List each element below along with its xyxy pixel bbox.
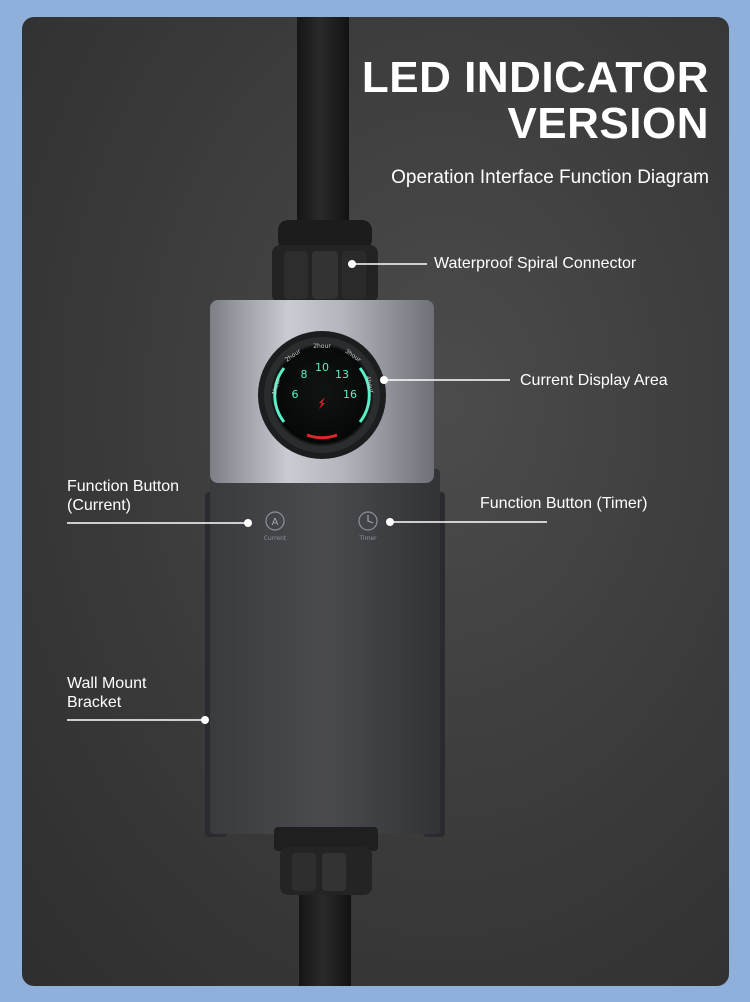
bracket-label-line-2: Bracket bbox=[67, 694, 122, 711]
current-button-label: Function Button (Current) bbox=[67, 477, 179, 515]
timer-button[interactable]: Timer bbox=[358, 511, 378, 542]
led-dial: 10 8 13 6 16 2hour 2hour 3hour 4hour 1ho… bbox=[258, 331, 386, 459]
bracket-label: Wall Mount Bracket bbox=[67, 674, 146, 712]
page-title: LED INDICATOR VERSION bbox=[289, 55, 709, 147]
top-gland bbox=[272, 220, 378, 303]
page-subtitle: Operation Interface Function Diagram bbox=[391, 167, 709, 188]
device-body bbox=[210, 469, 440, 834]
dial-timer-2: 2hour bbox=[313, 343, 331, 350]
timer-button-caption: Timer bbox=[358, 535, 377, 542]
display-area-label: Current Display Area bbox=[520, 372, 668, 389]
current-button[interactable]: A Current bbox=[264, 511, 287, 542]
dial-value-8: 8 bbox=[301, 368, 308, 381]
timer-button-label: Function Button (Timer) bbox=[480, 495, 648, 512]
current-button-label-line-1: Function Button bbox=[67, 478, 180, 495]
dial-value-10: 10 bbox=[315, 361, 329, 374]
callout-lines bbox=[67, 263, 547, 721]
dial-timer-4: 4hour bbox=[364, 375, 375, 394]
dial-timer-5: 1hour bbox=[271, 377, 282, 396]
connector-label: Waterproof Spiral Connector bbox=[434, 255, 637, 272]
top-cable bbox=[297, 17, 349, 242]
title-line-1: LED INDICATOR bbox=[361, 53, 709, 102]
clock-icon bbox=[358, 511, 378, 531]
bracket-label-line-1: Wall Mount bbox=[67, 675, 147, 692]
current-button-label-line-2: (Current) bbox=[67, 497, 132, 514]
diagram-panel: 10 8 13 6 16 2hour 2hour 3hour 4hour 1ho… bbox=[22, 17, 729, 986]
current-button-glyph: A bbox=[272, 517, 279, 528]
dial-value-16: 16 bbox=[343, 388, 357, 401]
dial-value-13: 13 bbox=[335, 368, 349, 381]
callout-dots bbox=[201, 260, 394, 724]
dial-value-6: 6 bbox=[292, 388, 299, 401]
title-line-2: VERSION bbox=[507, 99, 709, 148]
charger-device: 10 8 13 6 16 2hour 2hour 3hour 4hour 1ho… bbox=[67, 17, 547, 986]
current-button-caption: Current bbox=[264, 535, 287, 542]
bottom-cable bbox=[299, 887, 351, 986]
bottom-gland bbox=[274, 827, 378, 895]
